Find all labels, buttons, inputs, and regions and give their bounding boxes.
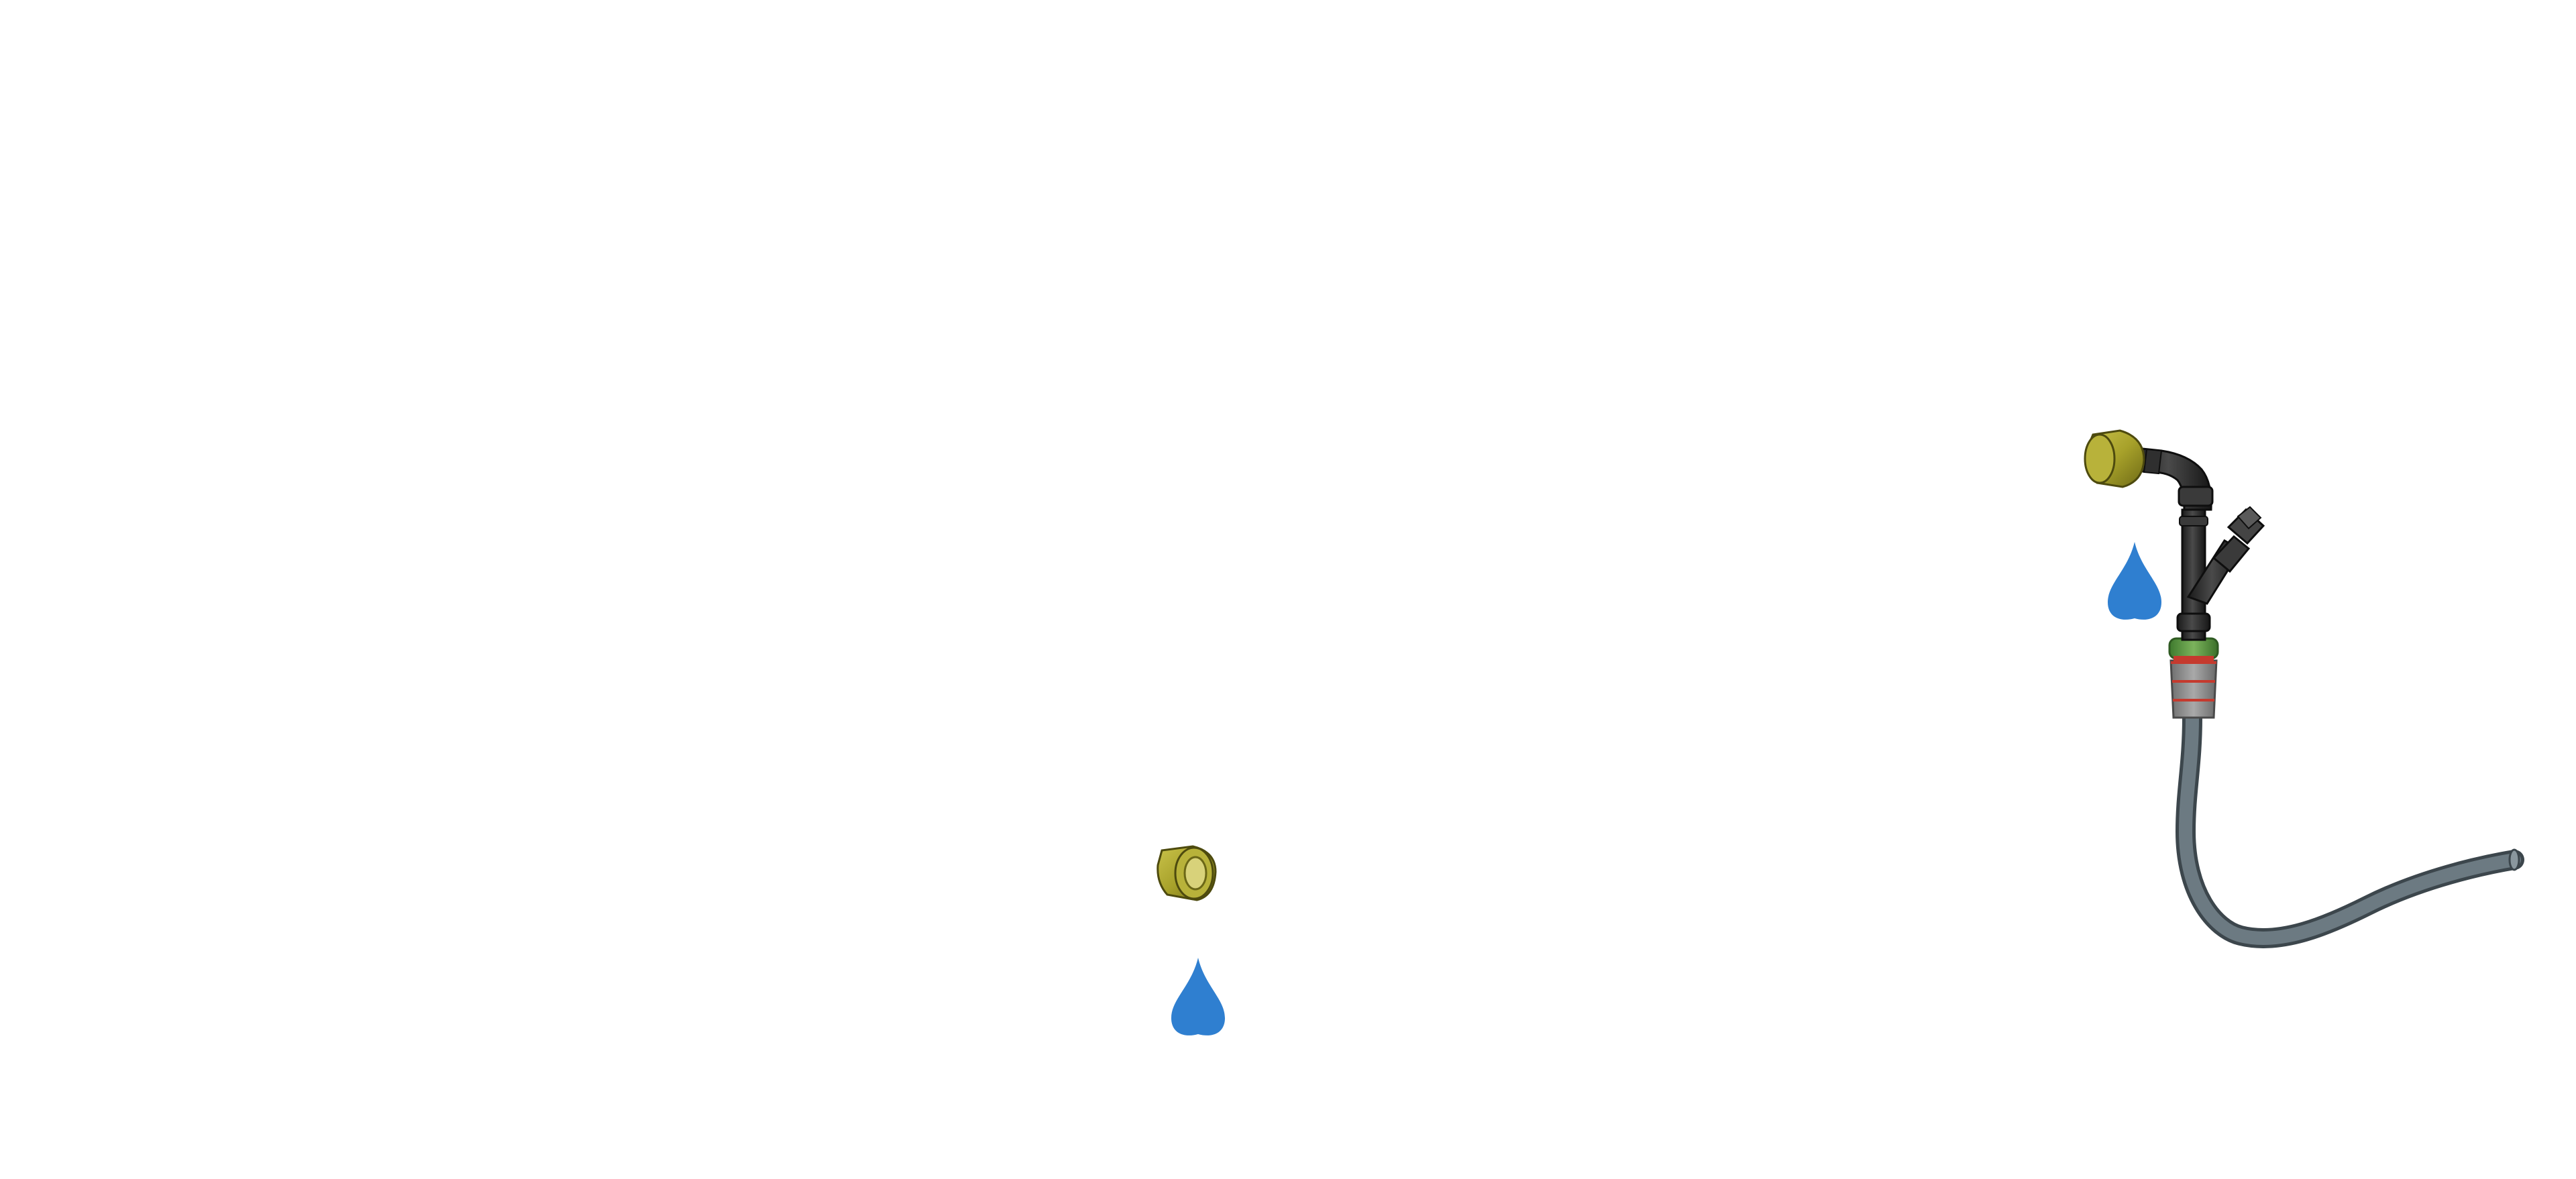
collar-ring-icon bbox=[2168, 637, 2219, 663]
y-branch-icon bbox=[2186, 506, 2265, 605]
sleeve-icon bbox=[2169, 659, 2218, 719]
fitting-assembly bbox=[2084, 429, 2524, 948]
hose-icon bbox=[2175, 708, 2524, 948]
elbow-fitting-icon bbox=[2132, 447, 2214, 511]
water-drop-icon bbox=[2108, 542, 2161, 620]
vertical-pipe bbox=[2176, 508, 2211, 641]
brass-cap-icon bbox=[1157, 845, 1217, 901]
water-drop-icon bbox=[1171, 958, 1225, 1035]
brass-cap-icon bbox=[2084, 429, 2145, 488]
